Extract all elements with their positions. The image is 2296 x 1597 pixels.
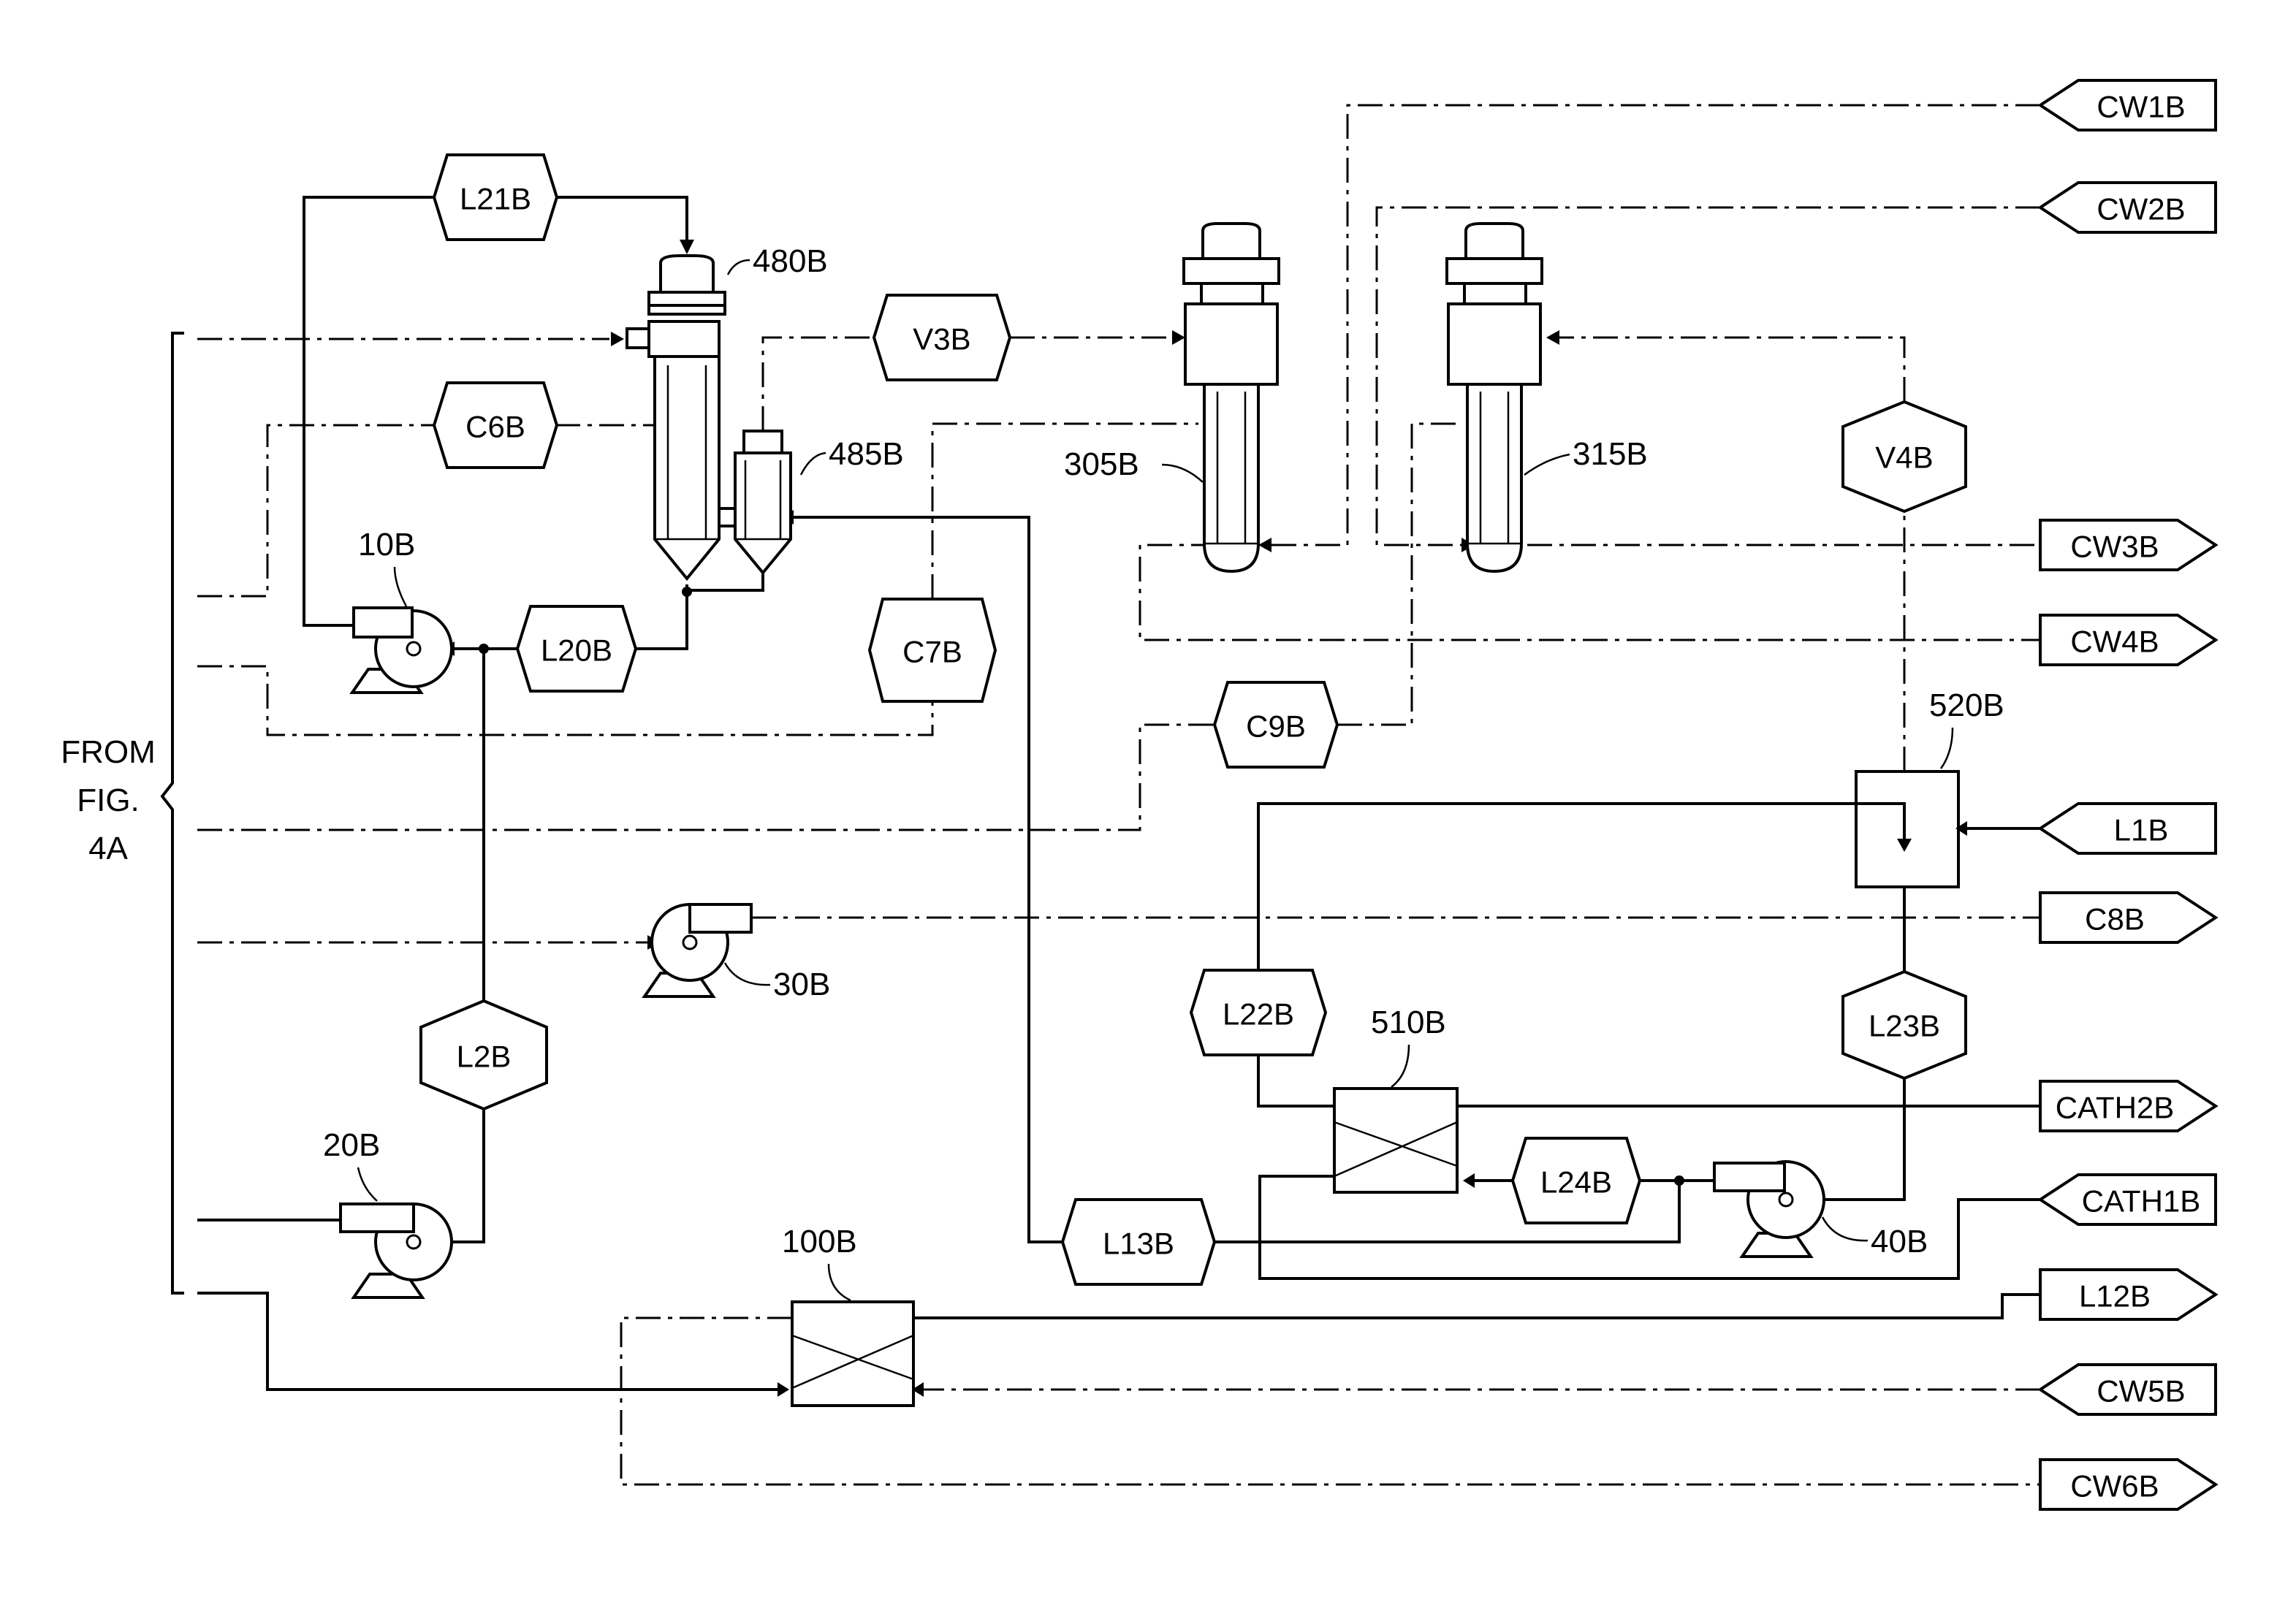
offpage-cw1b: CW1B [2040, 80, 2216, 130]
tag-l13b: L13B [1063, 1200, 1214, 1284]
svg-text:CW2B: CW2B [2097, 192, 2185, 226]
svg-text:L20B: L20B [541, 633, 612, 668]
svg-text:L1B: L1B [2114, 813, 2169, 847]
svg-text:C9B: C9B [1246, 709, 1306, 744]
exchanger-510b: 510B [1334, 1005, 1457, 1192]
svg-text:CW6B: CW6B [2070, 1469, 2159, 1503]
label-100b: 100B [782, 1224, 857, 1259]
offpage-cw3b: CW3B [2040, 520, 2216, 570]
tag-l21b: L21B [434, 155, 557, 240]
label-305b: 305B [1064, 446, 1139, 482]
tag-l24b: L24B [1513, 1138, 1640, 1223]
unit-520b: 520B [1856, 687, 2004, 887]
svg-text:CATH1B: CATH1B [2082, 1184, 2201, 1219]
svg-text:C7B: C7B [902, 635, 962, 669]
svg-text:L12B: L12B [2079, 1279, 2151, 1314]
svg-text:CATH2B: CATH2B [2056, 1091, 2175, 1125]
svg-text:CW1B: CW1B [2097, 90, 2185, 124]
svg-text:CW4B: CW4B [2070, 625, 2159, 659]
svg-text:L13B: L13B [1103, 1227, 1174, 1261]
tag-c6b: C6B [434, 383, 557, 468]
pump-40b: 40B [1714, 1162, 1928, 1259]
label-510b: 510B [1371, 1005, 1446, 1040]
source-line-2: FIG. [77, 782, 140, 818]
tag-v4b: V4B [1843, 402, 1966, 511]
svg-text:C6B: C6B [465, 410, 525, 444]
offpage-cw6b: CW6B [2040, 1460, 2216, 1509]
offpage-l12b: L12B [2040, 1270, 2216, 1319]
label-520b: 520B [1929, 687, 2004, 723]
offpage-l1b: L1B [2040, 804, 2216, 853]
svg-text:L24B: L24B [1540, 1165, 1612, 1200]
tag-c9b: C9B [1214, 682, 1337, 767]
tag-v3b: V3B [874, 295, 1010, 380]
source-line-1: FROM [61, 734, 156, 770]
svg-text:L22B: L22B [1223, 997, 1294, 1032]
svg-text:V3B: V3B [913, 322, 970, 357]
offpage-cath2b: CATH2B [2040, 1081, 2216, 1131]
label-485b: 485B [829, 436, 904, 472]
svg-text:C8B: C8B [2085, 902, 2145, 937]
tag-l2b: L2B [421, 1001, 547, 1109]
label-10b: 10B [358, 527, 415, 563]
source-line-3: 4A [88, 831, 128, 866]
svg-text:L23B: L23B [1869, 1009, 1940, 1043]
condenser-305b: 305B [1064, 224, 1279, 571]
label-480b: 480B [753, 243, 828, 279]
pump-30b: 30B [645, 904, 830, 1002]
offpage-cw2b: CW2B [2040, 183, 2216, 232]
offpage-c8b: C8B [2040, 893, 2216, 942]
tag-l22b: L22B [1191, 970, 1326, 1055]
label-40b: 40B [1871, 1224, 1928, 1259]
tag-c7b: C7B [870, 599, 995, 701]
svg-text:CW5B: CW5B [2097, 1374, 2185, 1409]
vessel-485b: 485B [719, 431, 904, 573]
label-30b: 30B [773, 967, 830, 1002]
pump-10b: 10B [352, 527, 452, 693]
offpage-cath1b: CATH1B [2040, 1175, 2216, 1224]
label-20b: 20B [323, 1127, 380, 1163]
pump-20b: 20B [323, 1127, 452, 1297]
tag-l23b: L23B [1843, 972, 1966, 1078]
column-480b: 480B [627, 243, 828, 579]
svg-text:CW3B: CW3B [2070, 530, 2159, 564]
svg-text:L2B: L2B [457, 1040, 512, 1074]
condenser-315b: 315B [1447, 224, 1648, 571]
offpage-cw5b: CW5B [2040, 1365, 2216, 1414]
source-bracket: FROM FIG. 4A [61, 333, 184, 1293]
exchanger-100b: 100B [782, 1224, 913, 1406]
svg-text:V4B: V4B [1875, 441, 1933, 475]
offpage-cw4b: CW4B [2040, 615, 2216, 665]
svg-text:L21B: L21B [460, 182, 531, 216]
label-315b: 315B [1573, 436, 1648, 472]
tag-l20b: L20B [517, 606, 636, 691]
